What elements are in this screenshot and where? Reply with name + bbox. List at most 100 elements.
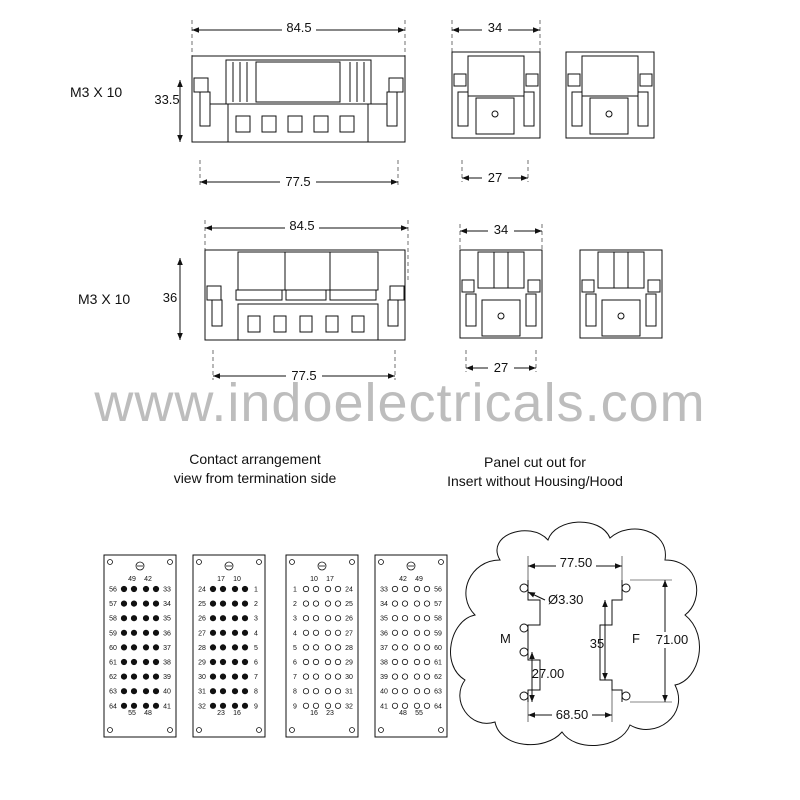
contact-pin [312, 688, 320, 695]
contact-pin [130, 629, 138, 636]
contact-pin [120, 585, 128, 593]
contact-pin [401, 702, 409, 709]
pin-left-label: 63 [109, 689, 117, 696]
contact-pin [130, 702, 138, 709]
pin-left-label: 40 [380, 689, 388, 696]
pin-right-label: 41 [163, 703, 171, 710]
contact-pin [391, 673, 399, 680]
pin-left-label: 29 [198, 660, 206, 667]
pin-left-label: 2 [293, 601, 297, 608]
contact-pin [413, 585, 421, 593]
contact-pin [401, 629, 409, 636]
contact-pin [142, 644, 150, 651]
contact-pin [401, 658, 409, 666]
contact-pin [334, 702, 342, 709]
contact-pin [120, 629, 128, 636]
pin-right-label: 60 [434, 645, 442, 652]
plate-screw-icon [107, 559, 113, 565]
contact-pin [302, 600, 310, 607]
contact-pin [413, 644, 421, 651]
cutout-f-label: F [632, 631, 640, 646]
pin-left-label: 35 [380, 616, 388, 623]
pin-right-label: 34 [163, 601, 171, 608]
contact-pin [391, 615, 399, 622]
contact-pin [219, 688, 227, 695]
contact-pin [324, 585, 332, 593]
contact-plate [103, 554, 177, 738]
contact-pin [423, 644, 431, 651]
contact-pin [209, 658, 217, 666]
pin-left-label: 3 [293, 616, 297, 623]
contact-pin [401, 585, 409, 593]
top-height: 33.5 [154, 92, 179, 107]
contact-pin [130, 585, 138, 593]
contact-pin [152, 702, 160, 709]
pin-top-label: 17 [217, 576, 225, 583]
contact-pin [334, 688, 342, 695]
contact-pin [391, 600, 399, 607]
contact-pin [209, 615, 217, 622]
pin-right-label: 28 [345, 645, 353, 652]
plate-outline [285, 554, 359, 738]
pin-top-label: 42 [399, 576, 407, 583]
pin-right-label: 38 [163, 660, 171, 667]
contact-pin [401, 600, 409, 607]
contact-pin [120, 702, 128, 709]
mid-width-base: 77.5 [291, 368, 316, 383]
contact-pin [334, 600, 342, 607]
contact-pin [391, 702, 399, 709]
cutout-bottom-bg [552, 708, 592, 723]
top-side-base: 27 [488, 170, 502, 185]
top-side-base-bg [482, 170, 508, 186]
contact-pin [324, 615, 332, 622]
pin-bottom-label: 48 [144, 710, 152, 717]
contact-caption: Contact arrangement view from terminatio… [140, 450, 370, 488]
pin-right-label: 36 [163, 630, 171, 637]
pin-right-label: 4 [254, 630, 258, 637]
contact-pin [142, 673, 150, 680]
contact-pin [413, 629, 421, 636]
contact-pin [413, 600, 421, 607]
pin-top-label: 10 [310, 576, 318, 583]
contact-pin [231, 702, 239, 709]
cutout-m-label: M [500, 631, 511, 646]
pin-left-label: 24 [198, 587, 206, 594]
contact-pin [209, 688, 217, 695]
pin-top-label: 17 [326, 576, 334, 583]
ground-symbol-icon [317, 561, 327, 571]
contact-pin [423, 585, 431, 593]
contact-pin [302, 615, 310, 622]
mid-rear-view [579, 249, 663, 339]
contact-pin [302, 658, 310, 666]
contact-pin [152, 644, 160, 651]
plate-screw-icon [349, 559, 355, 565]
contact-pin [302, 702, 310, 709]
contact-pin [130, 615, 138, 622]
top-width-overall: 84.5 [286, 20, 311, 35]
cutout-height: 71.00 [656, 632, 689, 647]
mid-front-view [177, 220, 409, 380]
contact-pin [241, 585, 249, 593]
pin-left-label: 34 [380, 601, 388, 608]
pin-left-label: 39 [380, 674, 388, 681]
pin-left-label: 62 [109, 674, 117, 681]
mid-width-bg [285, 218, 319, 234]
ground-symbol-icon [406, 561, 416, 571]
pin-right-label: 29 [345, 660, 353, 667]
pin-left-label: 32 [198, 703, 206, 710]
contact-pin [231, 585, 239, 593]
plate-screw-icon [107, 727, 113, 733]
contact-pin [130, 673, 138, 680]
contact-pin [130, 658, 138, 666]
pin-right-label: 30 [345, 674, 353, 681]
pin-left-label: 60 [109, 645, 117, 652]
mid-base-bg [286, 368, 322, 384]
contact-pin [142, 658, 150, 666]
pin-right-label: 31 [345, 689, 353, 696]
plate-screw-icon [378, 559, 384, 565]
contact-pin [120, 673, 128, 680]
contact-caption-line2: view from termination side [173, 470, 337, 486]
contact-pin [142, 585, 150, 593]
pin-top-label: 42 [144, 576, 152, 583]
